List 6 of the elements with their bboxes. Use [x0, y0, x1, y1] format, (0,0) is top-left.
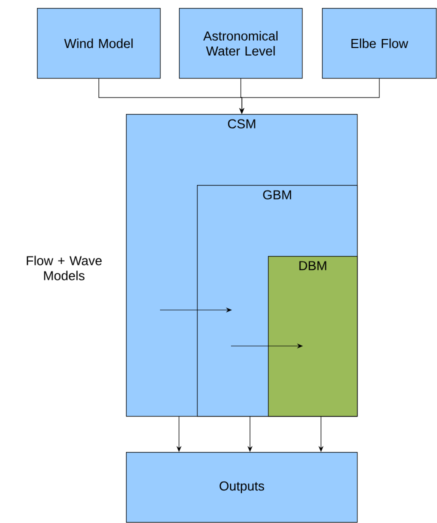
- model-area: DBM: [268, 256, 358, 417]
- process-box: Outputs: [126, 452, 358, 523]
- process-box: Astronomical Water Level: [179, 8, 303, 79]
- side-label: Flow + Wave Models: [26, 256, 102, 280]
- process-box: Elbe Flow: [322, 8, 437, 79]
- process-box: Wind Model: [37, 8, 161, 79]
